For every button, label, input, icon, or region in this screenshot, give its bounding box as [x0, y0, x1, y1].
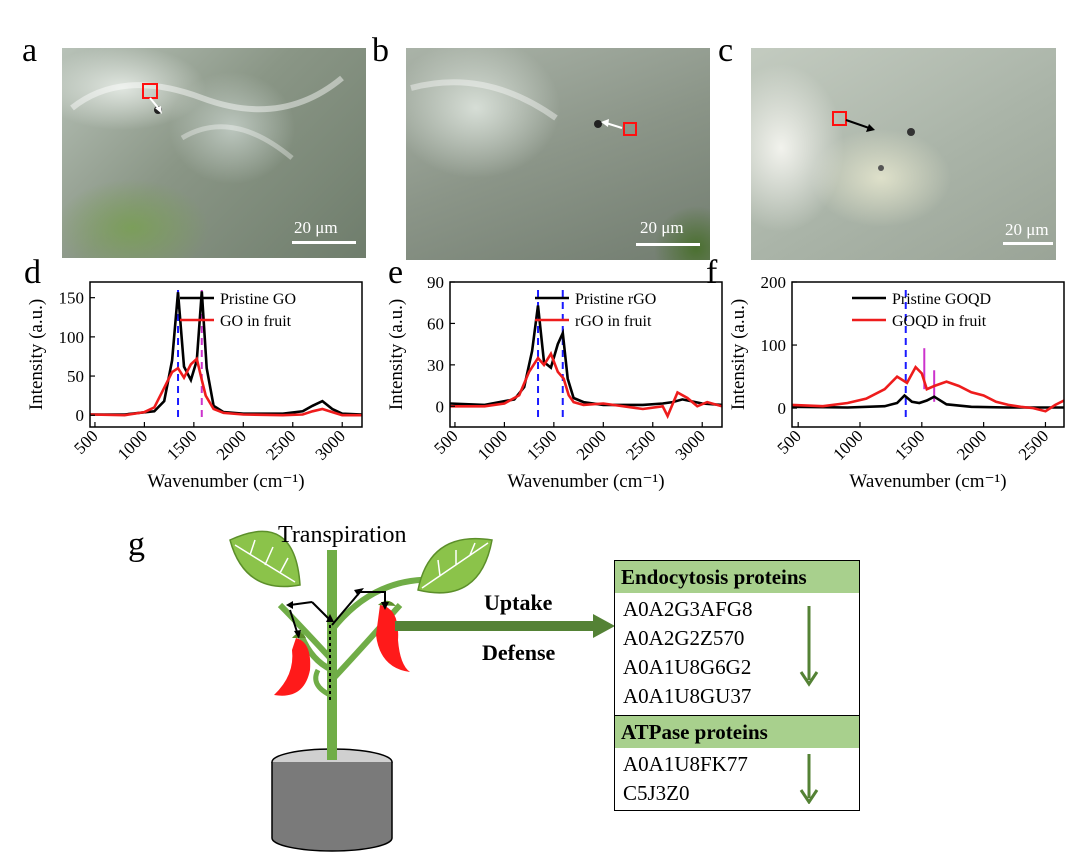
x-tick-label: 3000 [312, 426, 349, 463]
left-pepper [274, 638, 311, 696]
panel-label-a: a [22, 32, 38, 69]
x-tick-label: 1000 [474, 426, 511, 463]
protein-item: C5J3Z0 [623, 781, 690, 805]
x-tick-label: 1500 [523, 426, 560, 463]
y-axis-label: Intensity (a.u.) [728, 299, 749, 410]
x-axis-label: Wavenumber (cm⁻¹) [507, 471, 664, 492]
x-tick-label: 2500 [622, 426, 659, 463]
series-line [792, 393, 1064, 409]
panel-label-f: f [706, 254, 718, 291]
defense-label: Defense [482, 640, 556, 665]
y-tick-label: 0 [436, 397, 445, 416]
x-tick-label: 1000 [114, 426, 151, 463]
x-tick-label: 500 [70, 426, 101, 457]
scale-bar-a [292, 241, 356, 244]
y-tick-label: 0 [76, 406, 85, 425]
x-tick-label: 3000 [672, 426, 709, 463]
x-tick-label: 1500 [891, 426, 928, 463]
plot-frame [449, 281, 723, 428]
legend-label: Pristine GO [220, 291, 296, 308]
panel-label-e: e [388, 254, 404, 291]
atpase-protein-box: ATPase proteins A0A1U8FK77 C5J3Z0 [614, 715, 860, 811]
left-leaf [229, 530, 301, 588]
x-tick-label: 2000 [573, 426, 610, 463]
legend-label: Pristine GOQD [892, 291, 991, 308]
plot-frame [791, 281, 1065, 428]
x-tick-label: 2000 [213, 426, 250, 463]
x-tick-label: 2500 [1015, 426, 1052, 463]
x-tick-label: 500 [774, 426, 805, 457]
y-tick-label: 60 [427, 314, 444, 333]
scale-label-a: 20 μm [294, 218, 338, 237]
y-tick-label: 50 [67, 367, 84, 386]
series-line [792, 364, 1064, 413]
series-line [90, 291, 362, 416]
transpiration-label: Transpiration [278, 522, 407, 548]
y-tick-label: 150 [59, 289, 85, 308]
legend-label: GOQD in fruit [892, 313, 987, 330]
raman-chart-rgo: 0 30 60 90 500 1000 1500 2000 2500 3000Wavenumber… [386, 273, 723, 492]
x-tick-label: 2000 [953, 426, 990, 463]
scale-label-c: 20 μm [1005, 220, 1049, 239]
legend-label: Pristine rGO [575, 291, 656, 308]
pot [271, 762, 393, 852]
uptake-label: Uptake [484, 590, 553, 615]
protein-item: A0A1U8GU37 [623, 684, 752, 708]
series-line [450, 350, 722, 420]
right-pepper [376, 605, 410, 672]
x-axis-label: Wavenumber (cm⁻¹) [849, 471, 1006, 492]
atpase-header: ATPase proteins [615, 716, 859, 748]
legend-label: rGO in fruit [575, 313, 652, 330]
x-axis-label: Wavenumber (cm⁻¹) [147, 471, 304, 492]
series-line [90, 356, 362, 417]
protein-item: A0A2G3AFG8 [623, 597, 753, 621]
y-axis-label: Intensity (a.u.) [386, 299, 407, 410]
y-tick-label: 100 [761, 336, 787, 355]
y-axis-label: Intensity (a.u.) [26, 299, 47, 410]
scale-bar-b [636, 243, 700, 246]
protein-item: A0A2G2Z570 [623, 626, 745, 650]
raman-chart-go: 0 50 100 150 500 1000 1500 2000 2500 3000Wavenumb… [26, 281, 363, 492]
x-tick-label: 1500 [163, 426, 200, 463]
endocytosis-protein-box: Endocytosis proteins A0A2G3AFG8 A0A2G2Z5… [614, 560, 860, 716]
y-tick-label: 30 [427, 356, 444, 375]
y-tick-label: 0 [778, 399, 787, 418]
region-marker [623, 122, 637, 136]
y-tick-label: 100 [59, 328, 85, 347]
x-tick-label: 1000 [829, 426, 866, 463]
scale-bar-c [1003, 242, 1053, 245]
panel-label-b: b [372, 32, 389, 69]
plot-frame [89, 281, 363, 428]
x-tick-label: 500 [430, 426, 461, 457]
legend-label: GO in fruit [220, 313, 292, 330]
y-tick-label: 90 [427, 273, 444, 292]
endocytosis-header: Endocytosis proteins [615, 561, 859, 593]
stem [327, 550, 337, 760]
x-tick-label: 2500 [262, 426, 299, 463]
panel-label-c: c [718, 32, 734, 69]
panel-label-d: d [24, 254, 41, 291]
plant-diagram [229, 530, 615, 852]
micrograph-b: 20 μm [406, 48, 710, 260]
micrograph-a: 20 μm [62, 48, 366, 258]
down-arrows [799, 606, 819, 804]
y-tick-label: 200 [761, 273, 787, 292]
protein-item: A0A1U8G6G2 [623, 655, 752, 679]
panel-label-g: g [128, 526, 145, 563]
region-marker [832, 111, 847, 126]
protein-item: A0A1U8FK77 [623, 752, 748, 776]
uptake-arrow [395, 621, 595, 631]
micrograph-c: 20 μm [751, 48, 1056, 260]
scale-label-b: 20 μm [640, 218, 684, 237]
